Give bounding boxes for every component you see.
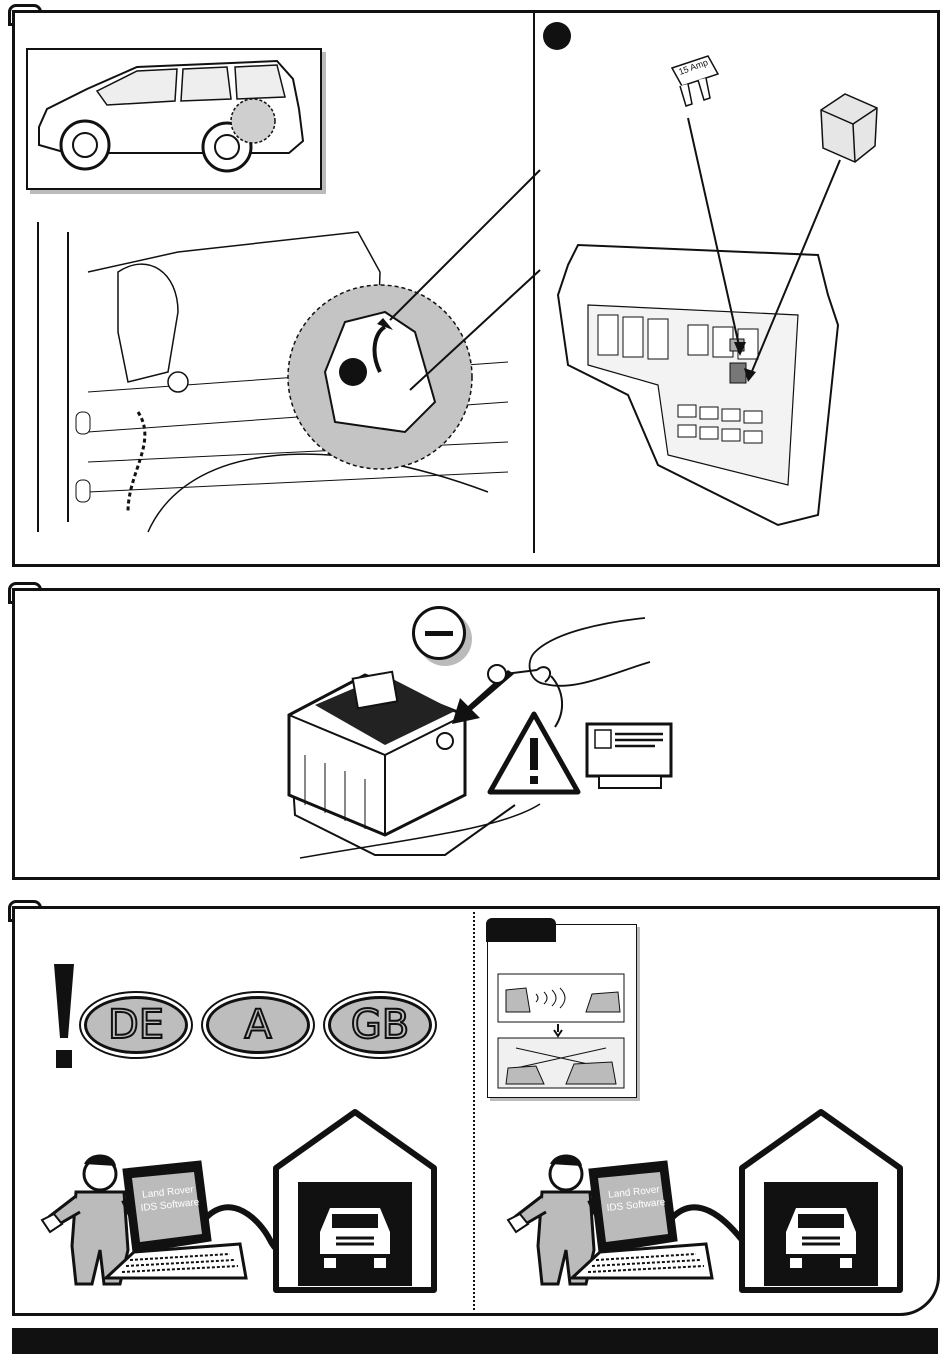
country-badge-de: DE [84, 996, 188, 1054]
garage-icon-right [738, 1108, 904, 1292]
step-1b-callout [543, 22, 571, 50]
manual-page-tab [486, 918, 556, 942]
exclamation-icon [52, 962, 76, 1072]
warning-icon [486, 710, 582, 796]
country-badge-gb: GB [328, 996, 432, 1054]
manual-icon [585, 722, 675, 792]
car-icon [27, 49, 317, 185]
garage-icon [272, 1108, 438, 1292]
zoom-connector-lines [390, 170, 540, 320]
minus-icon [412, 606, 466, 660]
pointer-lines [680, 110, 880, 410]
step-3-divider [473, 912, 475, 1310]
leader-line [300, 800, 550, 860]
parking-aid-illustration [496, 972, 626, 1092]
footer-bar [12, 1328, 938, 1354]
country-badge-a: A [206, 996, 310, 1054]
